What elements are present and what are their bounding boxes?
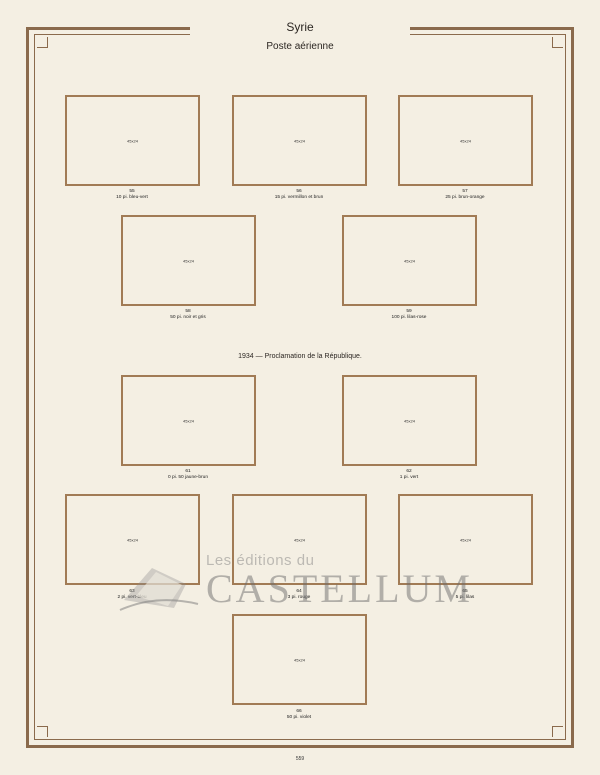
stamp-caption: 59 100 pi. lilas-rose bbox=[329, 309, 489, 321]
stamp-caption: 66 50 pi. violet bbox=[219, 709, 379, 721]
stamp-size-label: 45x24 bbox=[183, 418, 194, 423]
frame-inner-bottom bbox=[34, 739, 566, 740]
stamp-caption: 58 50 pi. noir et gris bbox=[108, 309, 268, 321]
stamp-description: 10 pi. bleu-vert bbox=[116, 195, 148, 200]
stamp-caption: 62 1 pi. vert bbox=[329, 469, 489, 481]
page-title: Syrie bbox=[286, 20, 314, 34]
page-subtitle: Poste aérienne bbox=[266, 41, 334, 52]
stamp-caption: 63 2 pi. vert-bleu bbox=[52, 589, 212, 601]
stamp-caption: 61 0 pi. 50 jaune-brun bbox=[108, 469, 268, 481]
stamp-size-label: 45x24 bbox=[460, 537, 471, 542]
stamp-box: 45x24 bbox=[232, 494, 367, 585]
stamp-description: 50 pi. violet bbox=[286, 715, 312, 720]
stamp-description: 1 pi. vert bbox=[399, 475, 419, 480]
stamp-description: 15 pi. vermillon et brun bbox=[274, 195, 324, 200]
stamp-description: 50 pi. noir et gris bbox=[170, 315, 206, 320]
frame-bottom-outer bbox=[26, 745, 574, 748]
stamp-size-label: 45x24 bbox=[127, 537, 138, 542]
stamp-number: 57 bbox=[462, 189, 468, 194]
page-number: 559 bbox=[295, 756, 305, 762]
corner-ornament-top-left bbox=[37, 37, 48, 48]
stamp-caption: 65 5 pi. lilas bbox=[385, 589, 545, 601]
stamp-caption: 64 3 pi. rouge bbox=[219, 589, 379, 601]
corner-ornament-bottom-right bbox=[552, 726, 563, 737]
stamp-caption: 56 15 pi. vermillon et brun bbox=[219, 189, 379, 201]
stamp-box: 45x24 bbox=[342, 215, 477, 306]
stamp-number: 65 bbox=[462, 589, 468, 594]
frame-inner-top-left bbox=[34, 34, 190, 35]
stamp-box: 45x24 bbox=[121, 375, 256, 466]
stamp-box: 45x24 bbox=[121, 215, 256, 306]
stamp-size-label: 45x24 bbox=[294, 138, 305, 143]
frame-inner-right bbox=[565, 34, 566, 740]
stamp-box: 45x24 bbox=[342, 375, 477, 466]
frame-right-outer bbox=[571, 27, 574, 748]
stamp-size-label: 45x24 bbox=[460, 138, 471, 143]
frame-left-outer bbox=[26, 27, 29, 748]
frame-top-left-bar bbox=[26, 27, 190, 30]
stamp-number: 64 bbox=[296, 589, 302, 594]
stamp-number: 58 bbox=[185, 309, 191, 314]
stamp-number: 62 bbox=[406, 469, 412, 474]
watermark-brand: CASTELLUM bbox=[206, 566, 473, 611]
section-heading: 1934 — Proclamation de la République. bbox=[238, 353, 362, 360]
stamp-description: 5 pi. lilas bbox=[455, 595, 475, 600]
stamp-number: 55 bbox=[129, 189, 135, 194]
corner-ornament-top-right bbox=[552, 37, 563, 48]
stamp-number: 63 bbox=[129, 589, 135, 594]
stamp-number: 56 bbox=[296, 189, 302, 194]
stamp-description: 100 pi. lilas-rose bbox=[391, 315, 427, 320]
stamp-description: 25 pi. brun-orange bbox=[445, 195, 485, 200]
stamp-size-label: 45x24 bbox=[127, 138, 138, 143]
stamp-number: 61 bbox=[185, 469, 191, 474]
stamp-caption: 55 10 pi. bleu-vert bbox=[52, 189, 212, 201]
corner-ornament-bottom-left bbox=[37, 726, 48, 737]
stamp-number: 59 bbox=[406, 309, 412, 314]
stamp-size-label: 45x24 bbox=[183, 258, 194, 263]
stamp-caption: 57 25 pi. brun-orange bbox=[385, 189, 545, 201]
stamp-description: 0 pi. 50 jaune-brun bbox=[167, 475, 208, 480]
stamp-description: 3 pi. rouge bbox=[287, 595, 311, 600]
stamp-box: 45x24 bbox=[232, 614, 367, 705]
frame-inner-left bbox=[34, 34, 35, 740]
stamp-size-label: 45x24 bbox=[294, 537, 305, 542]
frame-top-right-bar bbox=[410, 27, 574, 30]
stamp-box: 45x24 bbox=[232, 95, 367, 186]
stamp-size-label: 45x24 bbox=[294, 657, 305, 662]
stamp-description: 2 pi. vert-bleu bbox=[117, 595, 147, 600]
frame-inner-top-right bbox=[410, 34, 566, 35]
stamp-box: 45x24 bbox=[398, 494, 533, 585]
stamp-size-label: 45x24 bbox=[404, 258, 415, 263]
stamp-size-label: 45x24 bbox=[404, 418, 415, 423]
stamp-box: 45x24 bbox=[65, 494, 200, 585]
stamp-box: 45x24 bbox=[398, 95, 533, 186]
watermark-publisher-line: Les éditions du bbox=[206, 552, 315, 569]
stamp-number: 66 bbox=[296, 709, 302, 714]
stamp-box: 45x24 bbox=[65, 95, 200, 186]
